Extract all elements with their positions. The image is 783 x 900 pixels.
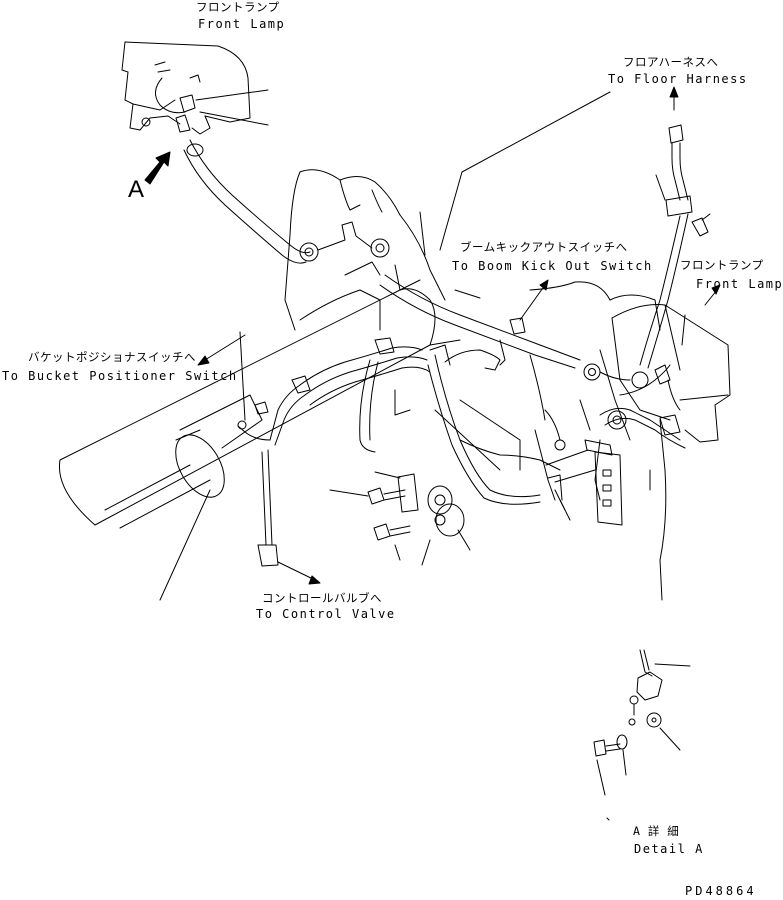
harness-boom [238, 275, 648, 566]
front-lamp-top-jp: フロントランプ [196, 0, 280, 14]
detail-a-en: Detail A [634, 842, 704, 856]
bolts-clamps [330, 472, 470, 565]
boom-kick-out-en: To Boom Kick Out Switch [452, 259, 653, 273]
front-lamp-right-en: Front Lamp [696, 277, 783, 291]
control-valve-jp: コントロールバルブへ [262, 591, 382, 605]
harness-main [184, 140, 389, 263]
front-lamp-top-en: Front Lamp [198, 17, 286, 31]
arrows [198, 87, 720, 584]
floor-harness-en: To Floor Harness [608, 72, 748, 86]
leader-lines [160, 92, 650, 600]
front-lamp-right-jp: フロントランプ [680, 258, 764, 272]
harness-floor [640, 125, 710, 368]
control-valve-en: To Control Valve [256, 607, 396, 621]
detail-a-figure [594, 650, 690, 820]
boom-arm [59, 289, 460, 528]
loader-frame [285, 170, 666, 600]
view-a-marker: A [128, 176, 145, 203]
bucket-positioner-en: To Bucket Positioner Switch [2, 369, 238, 383]
bucket-positioner-jp: バケットポジショナスイッチへ [28, 350, 196, 364]
boom-kick-out-jp: ブームキックアウトスイッチへ [460, 240, 628, 254]
drawing-number: PD48864 [685, 884, 757, 898]
front-lamp-right [600, 305, 730, 448]
view-a-arrow [145, 152, 170, 184]
floor-harness-jp: フロアハーネスへ [623, 55, 719, 69]
clip-bracket [546, 440, 622, 525]
front-lamp-left [122, 42, 268, 134]
detail-a-jp: A 詳 細 [633, 824, 680, 838]
